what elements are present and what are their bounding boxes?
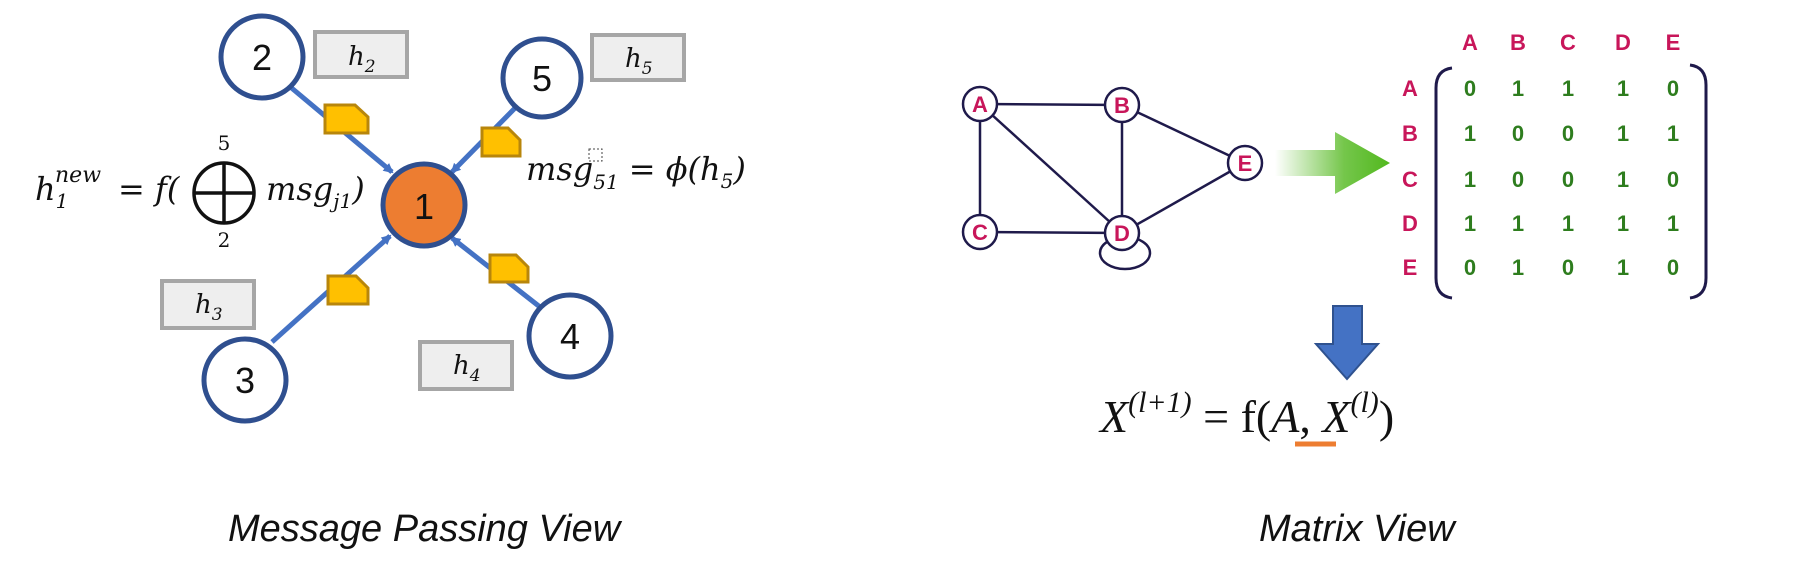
matrix-row-label: D [1402, 211, 1418, 236]
matrix-col-label: B [1510, 30, 1526, 55]
svg-text:C: C [972, 220, 988, 245]
aggregation-operator [192, 161, 256, 225]
node-4: 4 [526, 292, 614, 380]
svg-text:2: 2 [252, 37, 272, 78]
matrix-row-label: B [1402, 121, 1418, 146]
matrix-cell: 1 [1512, 211, 1524, 236]
graph-node-d: D [1103, 214, 1141, 252]
svg-text:= f(: = f( [118, 170, 181, 208]
svg-text:new: new [55, 163, 101, 188]
svg-text:h2: h2 [348, 42, 376, 77]
caption-message-passing: Message Passing View [228, 508, 621, 550]
matrix-cell: 1 [1464, 167, 1476, 192]
node-3: 3 [201, 336, 289, 424]
svg-text:2: 2 [218, 228, 231, 252]
svg-text:3: 3 [235, 360, 255, 401]
graph-node-a: A [961, 85, 999, 123]
to-matrix-arrow [1275, 132, 1390, 194]
node-1-center: 1 [380, 161, 468, 249]
svg-text:B: B [1114, 93, 1130, 118]
matrix-cell: 0 [1667, 76, 1679, 101]
matrix-cell: 1 [1617, 255, 1629, 280]
svg-text:D: D [1114, 221, 1130, 246]
svg-text:msg51= ϕ(h5): msg51= ϕ(h5) [526, 150, 746, 194]
feature-box-h4: h4 [418, 340, 514, 391]
matrix-col-label: A [1462, 30, 1478, 55]
svg-text:h3: h3 [195, 290, 223, 325]
down-arrow [1313, 305, 1381, 381]
svg-text:A: A [972, 92, 988, 117]
update-equation: h1 new = f( 5 2 msgj1) [35, 131, 365, 252]
message-passing-view: h2 h5 h3 h4 2 5 3 4 [35, 13, 746, 424]
message-2-1 [323, 103, 370, 135]
feature-box-h3: h3 [160, 279, 256, 330]
svg-text:5: 5 [218, 131, 231, 155]
matrix-cell: 1 [1562, 211, 1574, 236]
graph-node-c: C [961, 213, 999, 251]
matrix-cell: 1 [1464, 121, 1476, 146]
matrix-cell: 0 [1667, 167, 1679, 192]
graph-node-e: E [1226, 144, 1264, 182]
graph-edges [978, 102, 1246, 271]
matrix-formula: X(l+1) = f(A, X(l)) [1098, 386, 1394, 447]
edge-d-e [1121, 161, 1246, 235]
matrix-cell: 0 [1512, 121, 1524, 146]
caption-matrix-view: Matrix View [1259, 508, 1455, 550]
edge-c-d [979, 230, 1123, 235]
matrix-cell: 1 [1617, 121, 1629, 146]
matrix-cell: 1 [1464, 211, 1476, 236]
edge-b-e [1121, 103, 1246, 165]
feature-box-h5: h5 [590, 33, 686, 82]
matrix-cell: 1 [1512, 76, 1524, 101]
node-5: 5 [500, 36, 584, 120]
matrix-cell: 1 [1617, 76, 1629, 101]
message-4-1 [488, 253, 530, 284]
matrix-cell: 1 [1512, 255, 1524, 280]
matrix-cell: 0 [1512, 167, 1524, 192]
matrix-col-label: C [1560, 30, 1576, 55]
matrix-cell: 1 [1667, 121, 1679, 146]
svg-text:1: 1 [414, 186, 434, 227]
matrix-cell: 1 [1667, 211, 1679, 236]
matrix-cell: 0 [1667, 255, 1679, 280]
matrix-cell: 0 [1562, 121, 1574, 146]
matrix-cell: 1 [1617, 167, 1629, 192]
message-3-1 [326, 274, 370, 306]
graph-node-b: B [1103, 86, 1141, 124]
svg-text:msgj1): msgj1) [266, 170, 365, 213]
matrix-row-label: E [1403, 255, 1418, 280]
matrix-cell: 0 [1562, 255, 1574, 280]
matrix-cell: 1 [1617, 211, 1629, 236]
svg-text:h1: h1 [35, 170, 68, 213]
matrix-col-label: E [1666, 30, 1681, 55]
svg-text:X(l+1) = f(A, X(l)): X(l+1) = f(A, X(l)) [1098, 386, 1394, 442]
matrix-cell: 0 [1562, 167, 1574, 192]
matrix-col-label: D [1615, 30, 1631, 55]
placeholder-box [588, 148, 603, 162]
message-5-1 [480, 126, 522, 158]
matrix-row-label: C [1402, 167, 1418, 192]
edge-a-b [979, 102, 1123, 107]
svg-text:5: 5 [532, 58, 552, 99]
matrix-left-bracket [1434, 66, 1453, 300]
matrix-row-label: A [1402, 76, 1418, 101]
feature-box-h2: h2 [313, 30, 409, 79]
matrix-right-bracket [1689, 63, 1708, 300]
matrix-cell: 1 [1562, 76, 1574, 101]
message-equation: msg51= ϕ(h5) [526, 148, 746, 194]
matrix-cell: 0 [1464, 76, 1476, 101]
node-2: 2 [218, 13, 306, 101]
edge-a-d [979, 103, 1123, 234]
svg-text:E: E [1238, 151, 1253, 176]
matrix-cell: 0 [1464, 255, 1476, 280]
svg-text:4: 4 [560, 316, 580, 357]
